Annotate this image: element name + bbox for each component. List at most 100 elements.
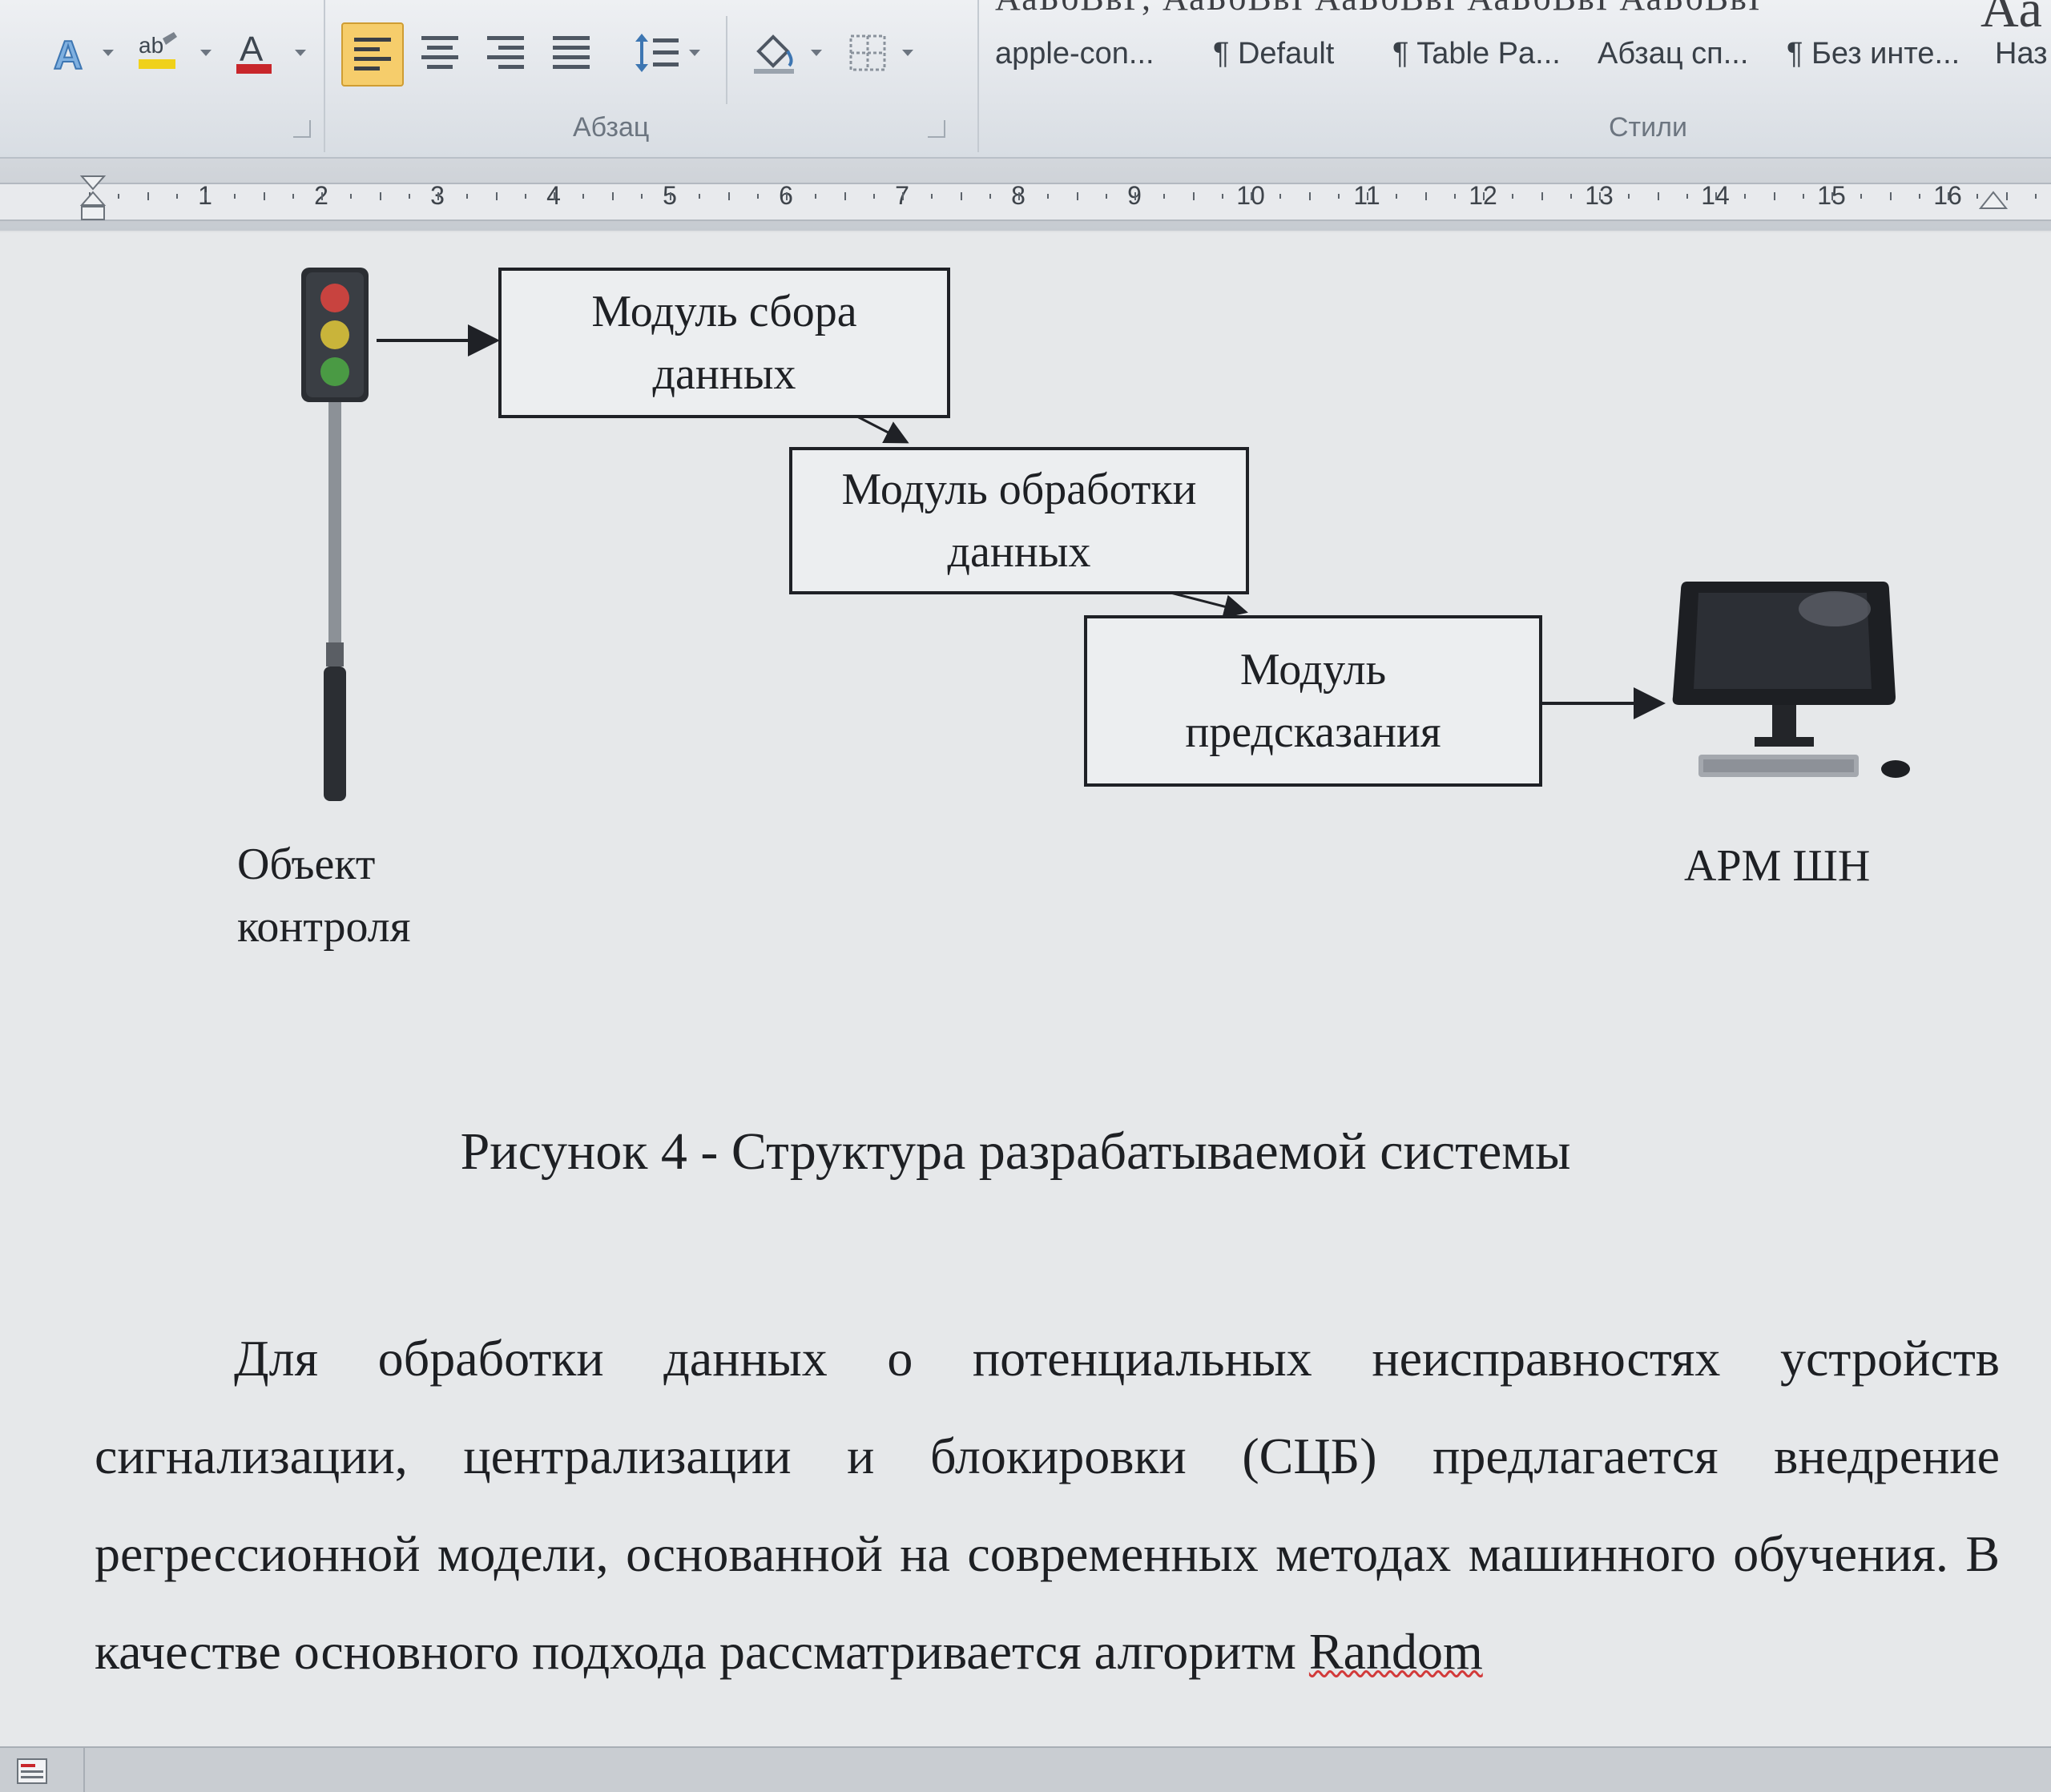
ruler-tick xyxy=(1628,194,1630,199)
ruler-tick xyxy=(525,194,526,199)
paragraph-group-label: Абзац xyxy=(573,112,650,143)
label-workstation: АРМ ШН xyxy=(1684,841,1871,891)
ruler-tick xyxy=(1279,194,1281,199)
text-effects-icon: A xyxy=(53,32,83,75)
line-spacing-button[interactable] xyxy=(628,22,687,83)
styles-gallery: АаБбВвГ, АаБбВвI АаБбВвI АаБбВвI АаБбВвI… xyxy=(979,0,2051,104)
align-center-icon xyxy=(421,36,458,69)
ruler-tick xyxy=(1599,192,1601,200)
ruler-tick xyxy=(670,192,671,200)
style-item-default[interactable]: ¶ Default xyxy=(1213,37,1335,70)
ruler-tick xyxy=(496,192,498,200)
box-data-processing-module: Модуль обработки данных xyxy=(789,447,1249,594)
ruler-tick xyxy=(1163,194,1165,199)
font-dialog-launcher[interactable] xyxy=(293,120,311,138)
style-item-no-spacing[interactable]: ¶ Без инте... xyxy=(1787,37,1960,70)
style-item-table-paragraph[interactable]: ¶ Table Pa... xyxy=(1392,37,1561,70)
box-data-collection-module: Модуль сбора данных xyxy=(498,268,950,418)
group-separator xyxy=(324,0,325,152)
body-paragraph: Для обработки данных о потенциальных неи… xyxy=(95,1310,2000,1701)
align-right-button[interactable] xyxy=(476,22,535,83)
styles-group-label: Стили xyxy=(1609,112,1687,143)
ruler-tick xyxy=(1570,194,1572,199)
justify-icon xyxy=(553,36,590,69)
ruler-strip xyxy=(0,183,2051,221)
ruler-tick xyxy=(1715,192,1717,200)
ruler-tick xyxy=(264,192,265,200)
ruler-tick xyxy=(1976,194,1978,199)
box-prediction-module: Модуль предсказания xyxy=(1084,615,1542,787)
document-status-icon[interactable] xyxy=(16,1758,48,1785)
label-control-object: Объект контроля xyxy=(237,833,410,958)
shading-dropdown[interactable] xyxy=(811,50,822,56)
highlight-color-icon: ab xyxy=(139,32,177,69)
highlight-button[interactable]: ab xyxy=(128,22,187,83)
ruler-tick xyxy=(699,194,700,199)
traffic-light-icon xyxy=(301,268,369,801)
ruler-tick xyxy=(205,192,207,200)
document-page[interactable]: Модуль сбора данных Модуль обработки дан… xyxy=(0,232,2051,1746)
ruler-tick xyxy=(989,194,991,199)
ruler-tick xyxy=(815,194,816,199)
justify-button[interactable] xyxy=(542,22,601,83)
align-center-button[interactable] xyxy=(410,22,469,83)
ruler-tick xyxy=(1919,194,1920,199)
style-item-apple[interactable]: apple-con... xyxy=(995,37,1154,70)
ribbon: A ab A xyxy=(0,0,2051,159)
misspelled-word[interactable]: Random xyxy=(1308,1623,1483,1680)
ruler-tick xyxy=(1890,192,1892,200)
paint-bucket-icon xyxy=(754,34,794,74)
ruler-tick xyxy=(1309,192,1311,200)
ruler-tick xyxy=(147,192,149,200)
ruler-tick xyxy=(2006,192,2008,200)
style-item-heading[interactable]: Наз xyxy=(1995,37,2048,70)
line-spacing-dropdown[interactable] xyxy=(689,50,700,56)
ruler-tick xyxy=(1948,192,1949,200)
text-effects-dropdown[interactable] xyxy=(103,50,114,56)
ruler-tick xyxy=(292,194,294,199)
svg-text:ab: ab xyxy=(139,33,163,58)
style-item-list-paragraph[interactable]: Абзац сп... xyxy=(1598,37,1749,70)
label-object-line2: контроля xyxy=(237,902,411,952)
font-color-button[interactable]: A xyxy=(224,22,284,83)
font-color-icon: A xyxy=(236,30,272,74)
borders-button[interactable] xyxy=(838,22,897,83)
ruler-tick xyxy=(1774,192,1775,200)
text-effects-button[interactable]: A xyxy=(42,22,101,83)
ruler-tick xyxy=(2035,194,2037,199)
group-separator xyxy=(977,0,979,152)
box-predict-line2: предсказания xyxy=(1185,707,1441,757)
ruler-tick xyxy=(1512,194,1513,199)
ruler-tick xyxy=(931,194,933,199)
paragraph-dialog-launcher[interactable] xyxy=(928,120,945,138)
ruler-tick xyxy=(1193,192,1195,200)
horizontal-ruler[interactable]: 123456789101112131415161 xyxy=(0,159,2051,231)
style-previews: АаБбВвГ, АаБбВвI АаБбВвI АаБбВвI АаБбВвI xyxy=(995,0,1762,18)
label-object-line1: Объект xyxy=(237,840,376,889)
ruler-tick xyxy=(437,192,439,200)
status-separator xyxy=(83,1748,85,1792)
box-predict-line1: Модуль xyxy=(1239,645,1387,695)
ruler-tick xyxy=(1047,194,1049,199)
ruler-tick xyxy=(786,192,788,200)
ruler-tick xyxy=(350,194,352,199)
ruler-tick xyxy=(176,194,178,199)
ruler-tick xyxy=(118,194,119,199)
indent-marker-icon[interactable] xyxy=(79,175,107,231)
ruler-tick xyxy=(1106,194,1107,199)
ruler-tick xyxy=(1134,192,1136,200)
ruler-tick xyxy=(873,194,875,199)
align-left-button[interactable] xyxy=(341,22,404,87)
ruler-tick xyxy=(902,192,904,200)
borders-dropdown[interactable] xyxy=(902,50,913,56)
svg-text:A: A xyxy=(240,30,264,69)
box-collect-line1: Модуль сбора xyxy=(591,287,857,336)
separator xyxy=(726,16,727,104)
ruler-tick xyxy=(1338,194,1340,199)
shading-button[interactable] xyxy=(745,22,804,83)
line-spacing-icon xyxy=(635,34,679,72)
font-color-dropdown[interactable] xyxy=(295,50,306,56)
highlight-dropdown[interactable] xyxy=(200,50,212,56)
right-indent-marker-icon[interactable] xyxy=(1979,191,2008,211)
ruler-tick xyxy=(1658,192,1659,200)
